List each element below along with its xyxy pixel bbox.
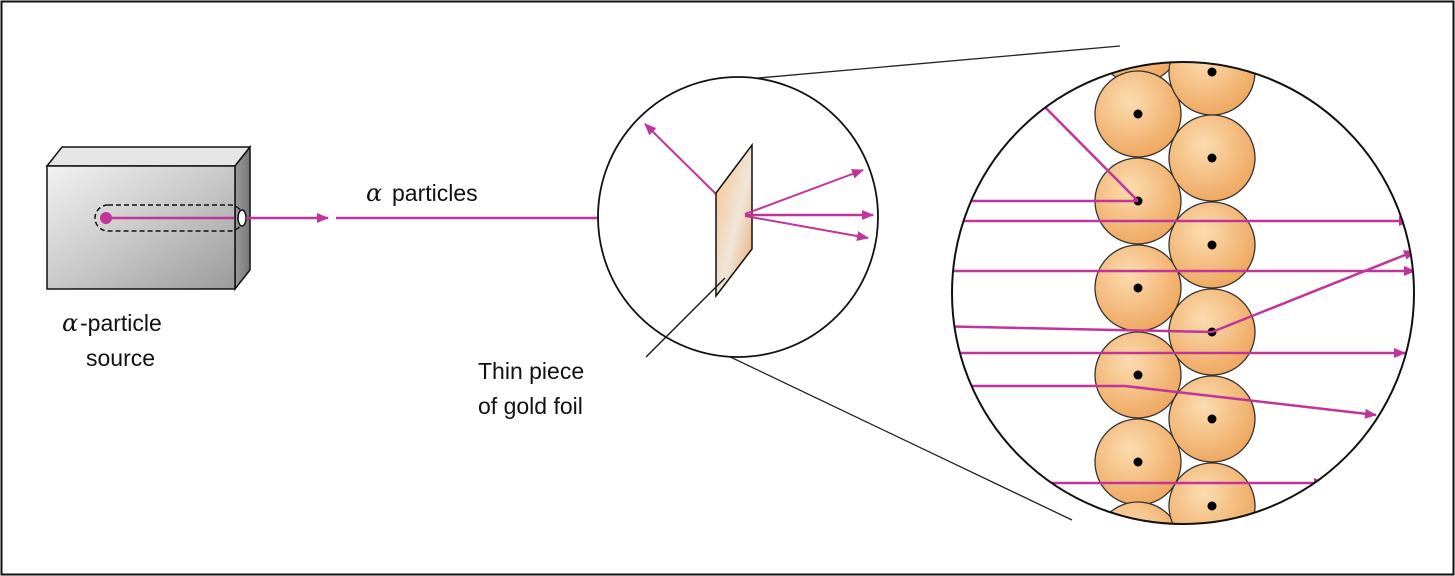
nucleus-dot-icon xyxy=(1134,36,1143,45)
nucleus-dot-icon xyxy=(1133,283,1143,293)
nucleus-dot-icon xyxy=(1133,457,1143,467)
nucleus-dot-icon xyxy=(1133,109,1143,119)
nucleus-dot-icon xyxy=(1207,153,1217,163)
nucleus-dot-icon xyxy=(1207,501,1217,511)
source-label-line1: -particle xyxy=(80,310,162,336)
alpha-trajectory xyxy=(952,324,1213,334)
zoom-line-top xyxy=(746,45,1121,80)
nucleus-dot-icon xyxy=(1207,240,1217,250)
nucleus-dot-icon xyxy=(1133,370,1143,380)
alpha-trajectory xyxy=(1033,95,1139,202)
alpha-trajectory xyxy=(1211,249,1414,334)
alpha-trajectories xyxy=(952,95,1414,488)
foil-pointer-line xyxy=(645,277,726,358)
gold-foil xyxy=(715,142,753,299)
foil-label-line1: Thin piece xyxy=(478,358,584,384)
alpha-trajectory xyxy=(1124,384,1377,419)
alpha-source-box-icon xyxy=(45,144,252,292)
source-label-line2: source xyxy=(86,345,155,371)
foil-view-circle xyxy=(597,76,879,358)
atomic-view-circle xyxy=(951,36,1415,550)
zoom-line-bottom xyxy=(721,352,1073,521)
nucleus-dot-icon xyxy=(1207,67,1217,77)
nucleus-dot-icon xyxy=(1207,414,1217,424)
nucleus-dot-icon xyxy=(1134,541,1143,550)
source-alpha-symbol: α xyxy=(62,309,78,337)
foil-label-line2: of gold foil xyxy=(478,393,583,419)
beam-alpha-symbol: α xyxy=(366,179,382,207)
beam-label: particles xyxy=(392,180,478,206)
